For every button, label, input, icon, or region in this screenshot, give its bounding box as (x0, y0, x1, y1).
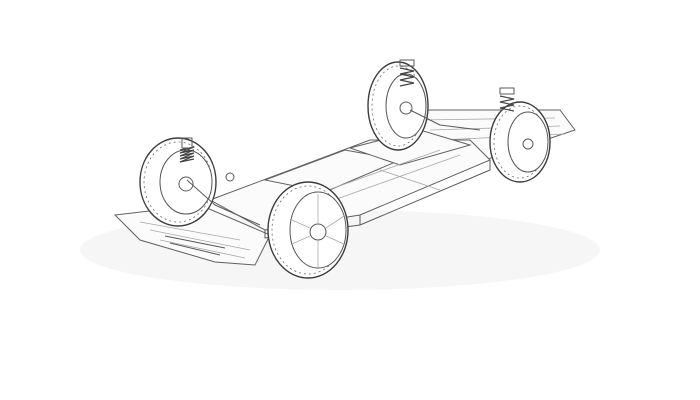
rear-right-spring (499, 87, 515, 112)
wheel-rear-right (489, 101, 551, 183)
rear-left-spring (399, 59, 481, 131)
wheel-rear-left (367, 61, 429, 151)
wheel-front-left (139, 137, 217, 227)
front-spring (179, 137, 261, 226)
mount-bolt (225, 172, 235, 182)
wheel-front-right (267, 181, 349, 279)
